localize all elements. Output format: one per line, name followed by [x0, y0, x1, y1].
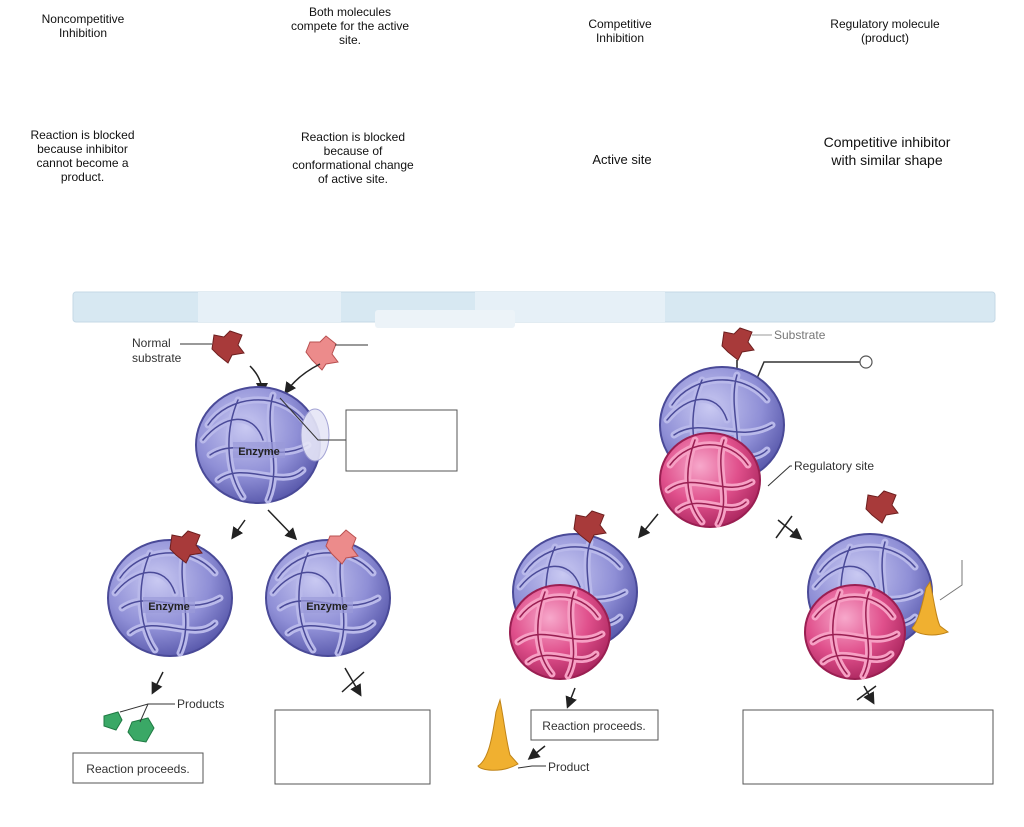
card-noncompetitive-inhibition[interactable]: Noncompetitive Inhibition	[41, 12, 125, 40]
substrate-molecule-right	[721, 327, 755, 361]
card-blocked-not-product[interactable]: Reaction is blocked because inhibitor ca…	[30, 128, 135, 184]
regulatory-site-label: Regulatory site	[794, 459, 874, 473]
card-competitive-inhibitor-shape[interactable]: Competitive inhibitor with similar shape	[823, 134, 951, 168]
reaction-proceeds-text-2: Reaction proceeds.	[542, 719, 645, 733]
product-molecule	[477, 698, 519, 771]
substrate-label: Substrate	[774, 328, 826, 342]
drop-target-regulatory-molecule[interactable]	[859, 355, 873, 369]
regulatory-molecule-shape	[911, 580, 950, 636]
card-blocked-conformational[interactable]: Reaction is blocked because of conformat…	[292, 130, 414, 186]
product-label: Product	[548, 760, 590, 774]
card-regulatory-molecule[interactable]: Regulatory molecule (product)	[830, 17, 940, 45]
enzyme-label-2: Enzyme	[148, 601, 190, 613]
regulatory-protein-mid-b	[805, 585, 905, 679]
active-site-highlight	[300, 408, 330, 462]
card-compete-active-site[interactable]: Both molecules compete for the active si…	[290, 5, 410, 47]
regulatory-protein-top	[660, 433, 760, 527]
drop-box-noncompetitive-result[interactable]	[742, 709, 994, 785]
regulatory-protein-mid-a	[510, 585, 610, 679]
products-label: Products	[177, 697, 224, 711]
reaction-proceeds-text-1: Reaction proceeds.	[86, 762, 189, 776]
enzyme-label-1: Enzyme	[238, 446, 280, 458]
drop-box-competitive-result[interactable]	[274, 709, 431, 785]
normal-substrate-label-2: substrate	[132, 351, 182, 365]
reaction-proceeds-box-1	[72, 752, 204, 784]
free-substrate-right	[865, 490, 899, 524]
drop-box-active-site[interactable]	[345, 409, 458, 472]
products-molecules	[103, 711, 155, 743]
card-active-site[interactable]: Active site	[592, 152, 652, 167]
competitive-inhibitor-molecule	[305, 335, 339, 371]
enzyme-label-3: Enzyme	[306, 601, 348, 613]
normal-substrate-molecule	[211, 330, 245, 364]
normal-substrate-label: Normal	[132, 336, 171, 350]
reaction-proceeds-box-2	[530, 709, 659, 741]
card-competitive-inhibition[interactable]: Competitive Inhibition	[588, 17, 652, 45]
